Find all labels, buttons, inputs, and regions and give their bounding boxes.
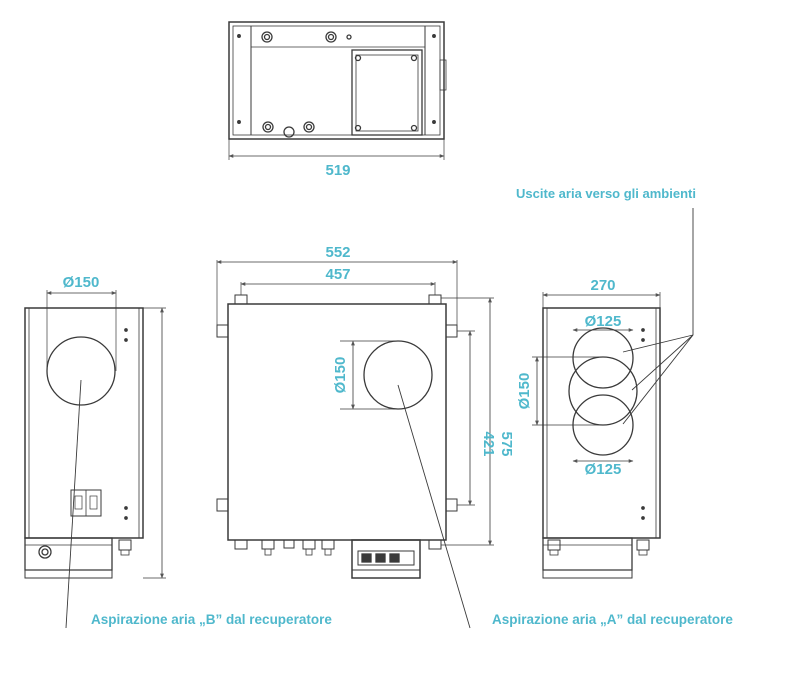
label-outlets: Uscite aria verso gli ambienti [516,186,696,201]
right-side-view [532,208,694,579]
dim-right-duct-bottom: Ø125 [585,461,622,478]
left-side-view [24,290,166,629]
dim-front-inner-width: 457 [325,266,350,283]
label-intake-b: Aspirazione aria „B” dal recuperatore [91,612,332,627]
label-intake-a: Aspirazione aria „A” dal recuperatore [492,612,733,627]
bolt-icon [325,31,337,43]
front-view [216,260,494,629]
dim-front-height-inner: 421 [480,431,497,456]
dim-right-width: 270 [590,277,615,294]
top-view [228,21,447,160]
duct-circle-upper [572,327,634,389]
bolt-icon [261,31,273,43]
duct-circle [46,336,116,406]
duct-circle [363,340,433,410]
dim-front-duct: Ø150 [332,357,349,394]
dim-right-duct-top: Ø125 [585,313,622,330]
bolt-icon [303,121,315,133]
dim-top-width: 519 [325,162,350,179]
dim-front-outer-width: 552 [325,244,350,261]
dim-right-duct: Ø150 [516,373,533,410]
dim-left-duct: Ø150 [63,274,100,291]
cable-gland-icon [38,545,52,559]
bolt-icon [262,121,274,133]
dim-front-height-outer: 575 [498,431,515,456]
duct-circle-middle [568,356,638,426]
